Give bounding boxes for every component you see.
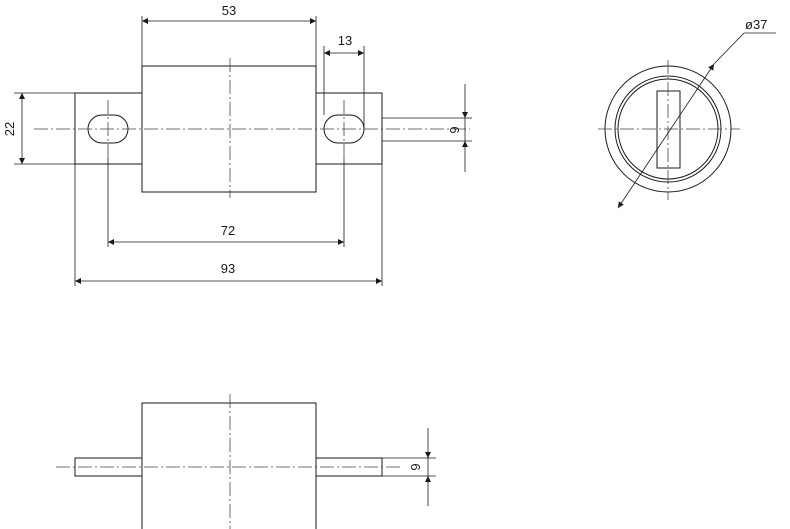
dim-label-slot-pitch: 72 [221,223,235,238]
dim-label-body-length: 53 [222,3,236,18]
dim-label-tab-thickness-bottom: 6 [408,463,423,470]
dim-label-tab-thickness-top: 6 [447,126,462,133]
front-view: 53 13 22 6 72 93 [2,3,472,286]
end-blade-slot [656,90,681,169]
left-tab [74,92,143,165]
dim-label-slot-offset: 13 [338,33,352,48]
side-body [141,402,317,529]
dim-label-diameter: ø37 [745,17,767,32]
end-view: ø37 [598,17,776,209]
right-tab [315,92,383,165]
diameter-leader [617,63,715,209]
dim-label-overall-length: 93 [221,261,235,276]
dim-label-tab-height: 22 [2,122,17,136]
side-view: 6 [56,394,436,529]
